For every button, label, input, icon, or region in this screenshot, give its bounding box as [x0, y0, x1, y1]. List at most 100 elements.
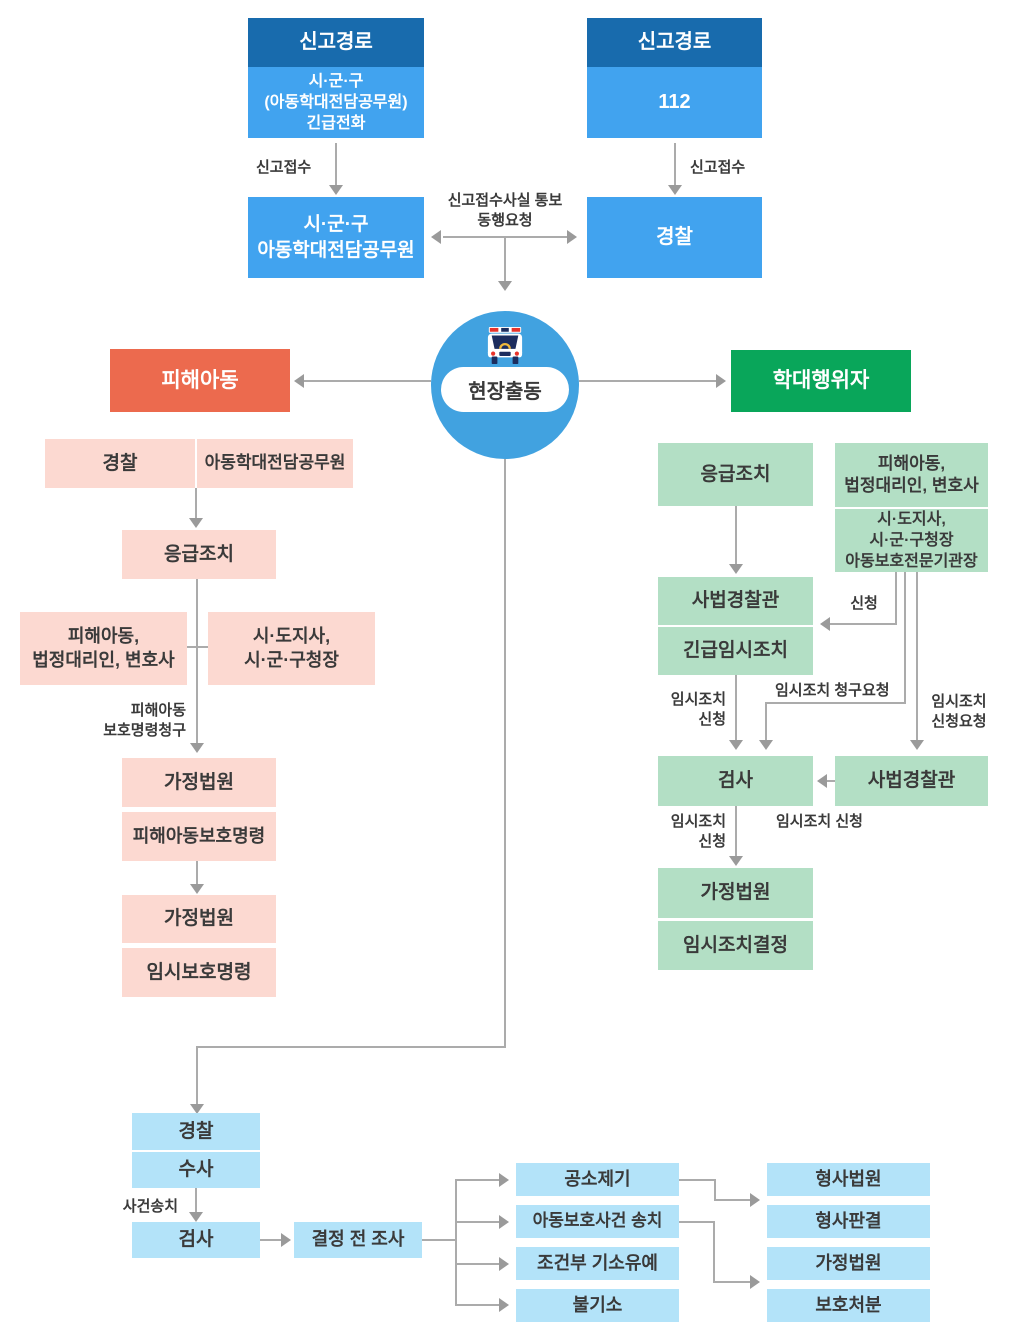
outcome-box: 형사판결: [767, 1205, 930, 1238]
victim-petitioner-right: 시·도지사, 시·군·구청장: [208, 612, 375, 685]
connector-line: [504, 459, 506, 1048]
connector-line: [422, 1239, 456, 1241]
connector-line: [713, 1221, 715, 1283]
bottom-prosecutor-box: 검사: [132, 1222, 260, 1258]
measure-apply-label: 임시조치 신청: [670, 691, 726, 729]
connector-line: [187, 646, 208, 648]
report-receive-label-right: 신고접수: [690, 159, 746, 176]
connector-line: [455, 1179, 457, 1306]
connector-line: [455, 1304, 500, 1306]
arrowhead: [499, 1298, 509, 1312]
connector-line: [830, 623, 897, 625]
victim-family-court2: 가정법원: [122, 895, 276, 943]
police-box: 경찰: [587, 197, 762, 278]
arrowhead: [820, 617, 830, 631]
victim-family-court1: 가정법원: [122, 758, 276, 807]
apply-label: 신청: [850, 595, 878, 612]
judicial-police-box: 사법경찰관: [658, 577, 813, 625]
connector-line: [196, 1046, 506, 1048]
disposition-box: 불기소: [516, 1289, 679, 1322]
connector-line: [504, 237, 506, 283]
disposition-box: 조건부 기소유예: [516, 1247, 679, 1280]
arrowhead: [281, 1233, 291, 1247]
apply-request-label: 임시조치 신청요청: [931, 693, 987, 731]
connector-line: [196, 579, 198, 745]
abuser-title-box: 학대행위자: [731, 350, 911, 412]
report-path-header-right: 신고경로: [587, 18, 762, 67]
city-official-box: 시·군·구 아동학대전담공무원: [248, 197, 424, 278]
connector-line: [735, 506, 737, 566]
exchange-label: 신고접수사실 통보 동행요청: [447, 192, 563, 230]
measure-apply-label2: 임시조치 신청: [670, 813, 726, 851]
prosecutor-box: 검사: [658, 756, 813, 806]
connector-line: [679, 1221, 715, 1223]
arrowhead: [190, 1104, 204, 1114]
connector-line: [765, 702, 906, 704]
connector-line: [335, 143, 337, 187]
arrowhead: [190, 743, 204, 753]
connector-line: [674, 143, 676, 187]
abuser-requester-top: 피해아동, 법정대리인, 변호사: [835, 443, 988, 507]
abuser-emergency-box: 응급조치: [658, 443, 813, 506]
connector-line: [196, 1046, 198, 1106]
connector-line: [904, 572, 906, 704]
arrowhead: [431, 230, 441, 244]
arrowhead: [759, 740, 773, 750]
connector-line: [765, 702, 767, 742]
victim-emergency-box: 응급조치: [122, 530, 276, 579]
connector-line: [195, 488, 197, 520]
arrowhead: [329, 185, 343, 195]
arrowhead: [668, 185, 682, 195]
connector-line: [196, 861, 198, 885]
arrowhead: [750, 1193, 760, 1207]
arrowhead: [910, 740, 924, 750]
victim-temp-order: 임시보호명령: [122, 948, 276, 997]
connector-line: [455, 1263, 500, 1265]
report-path-body-left: 시·군·구 (아동학대전담공무원) 긴급전화: [248, 67, 424, 138]
arrowhead: [716, 374, 726, 388]
investigate-box: 수사: [132, 1152, 260, 1188]
disposition-box: 공소제기: [516, 1163, 679, 1196]
arrowhead: [567, 230, 577, 244]
connector-line: [455, 1179, 500, 1181]
victim-responder-official: 아동학대전담공무원: [197, 439, 353, 488]
connector-line: [714, 1199, 752, 1201]
disposition-box: 아동보호사건 송치: [516, 1205, 679, 1238]
arrowhead: [189, 1212, 203, 1222]
connector-line: [455, 1221, 500, 1223]
petition-label: 피해아동 보호명령청구: [103, 702, 186, 740]
outcome-box: 가정법원: [767, 1247, 930, 1280]
victim-protection-order: 피해아동보호명령: [122, 812, 276, 861]
connector-line: [303, 380, 431, 382]
arrowhead: [729, 564, 743, 574]
charge-request-label: 임시조치 청구요청: [775, 682, 890, 699]
arrowhead: [294, 374, 304, 388]
victim-petitioner-left: 피해아동, 법정대리인, 변호사: [20, 612, 187, 685]
report-path-body-right: 112: [587, 67, 762, 138]
connector-line: [826, 780, 835, 782]
arrowhead: [189, 518, 203, 528]
bottom-police-box: 경찰: [132, 1113, 260, 1150]
arrowhead: [499, 1257, 509, 1271]
dispatch-pill: 현장출동: [441, 367, 569, 412]
report-path-header-left: 신고경로: [248, 18, 424, 67]
connector-line: [679, 1179, 716, 1181]
victim-title-box: 피해아동: [110, 349, 290, 412]
connector-line: [260, 1239, 282, 1241]
arrowhead: [499, 1215, 509, 1229]
arrowhead: [499, 1173, 509, 1187]
connector-line: [195, 1188, 197, 1214]
arrowhead: [729, 740, 743, 750]
connector-line: [579, 380, 717, 382]
connector-line: [713, 1281, 752, 1283]
temp-measure-decision: 임시조치결정: [658, 921, 813, 970]
case-transfer-label: 사건송치: [122, 1198, 178, 1215]
urgent-measure-box: 긴급임시조치: [658, 627, 813, 675]
arrowhead: [190, 884, 204, 894]
connector-line: [895, 572, 897, 625]
connector-line: [735, 675, 737, 742]
judicial-police-box2: 사법경찰관: [835, 756, 988, 806]
outcome-box: 형사법원: [767, 1163, 930, 1196]
measure-apply-label3: 임시조치 신청: [776, 813, 863, 830]
